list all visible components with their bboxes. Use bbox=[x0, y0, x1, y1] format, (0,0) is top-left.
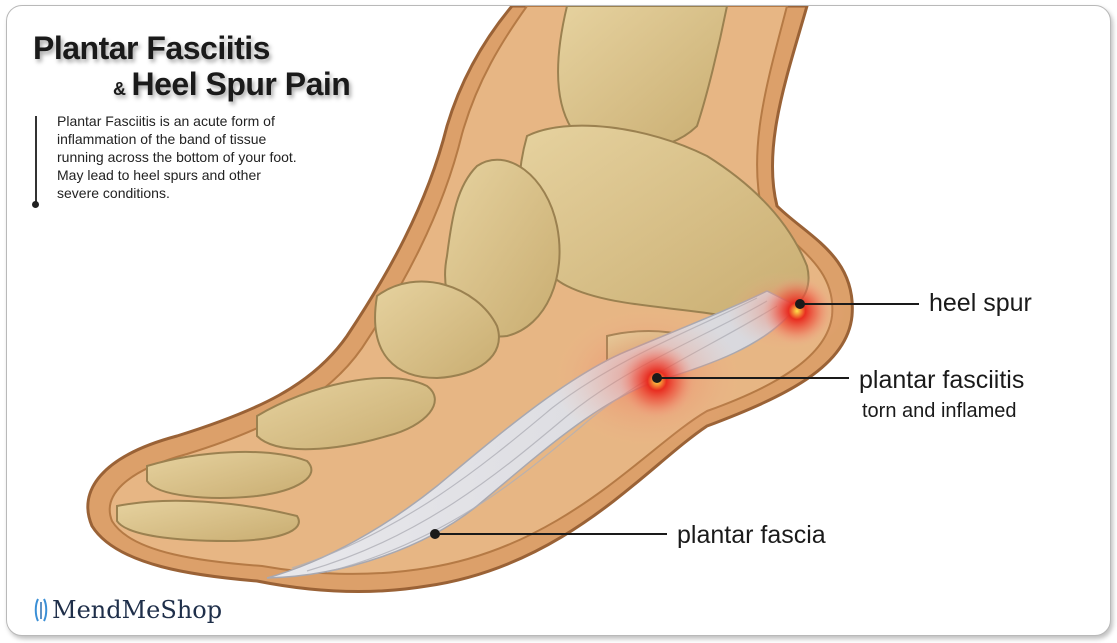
brand-logo: MendMeShop bbox=[33, 593, 222, 627]
title-line-2-text: Heel Spur Pain bbox=[132, 66, 351, 102]
description-text: Plantar Fasciitis is an acute form of in… bbox=[57, 112, 297, 202]
title-ampersand: & bbox=[113, 79, 126, 99]
label-heel-spur: heel spur bbox=[929, 289, 1032, 318]
title-line-2: &Heel Spur Pain bbox=[113, 66, 350, 103]
brand-name: MendMeShop bbox=[52, 596, 222, 624]
label-plantar-fasciitis: plantar fasciitis bbox=[859, 366, 1024, 395]
description-rule bbox=[35, 116, 37, 204]
person-figure-icon bbox=[33, 597, 49, 623]
label-torn-and-inflamed: torn and inflamed bbox=[862, 400, 1017, 423]
heel-spur-inflammation bbox=[763, 277, 831, 345]
description-bullet bbox=[32, 201, 39, 208]
label-plantar-fascia: plantar fascia bbox=[677, 521, 826, 550]
title-line-1: Plantar Fasciitis bbox=[33, 30, 270, 67]
diagram-card: Plantar Fasciitis &Heel Spur Pain Planta… bbox=[6, 5, 1111, 636]
